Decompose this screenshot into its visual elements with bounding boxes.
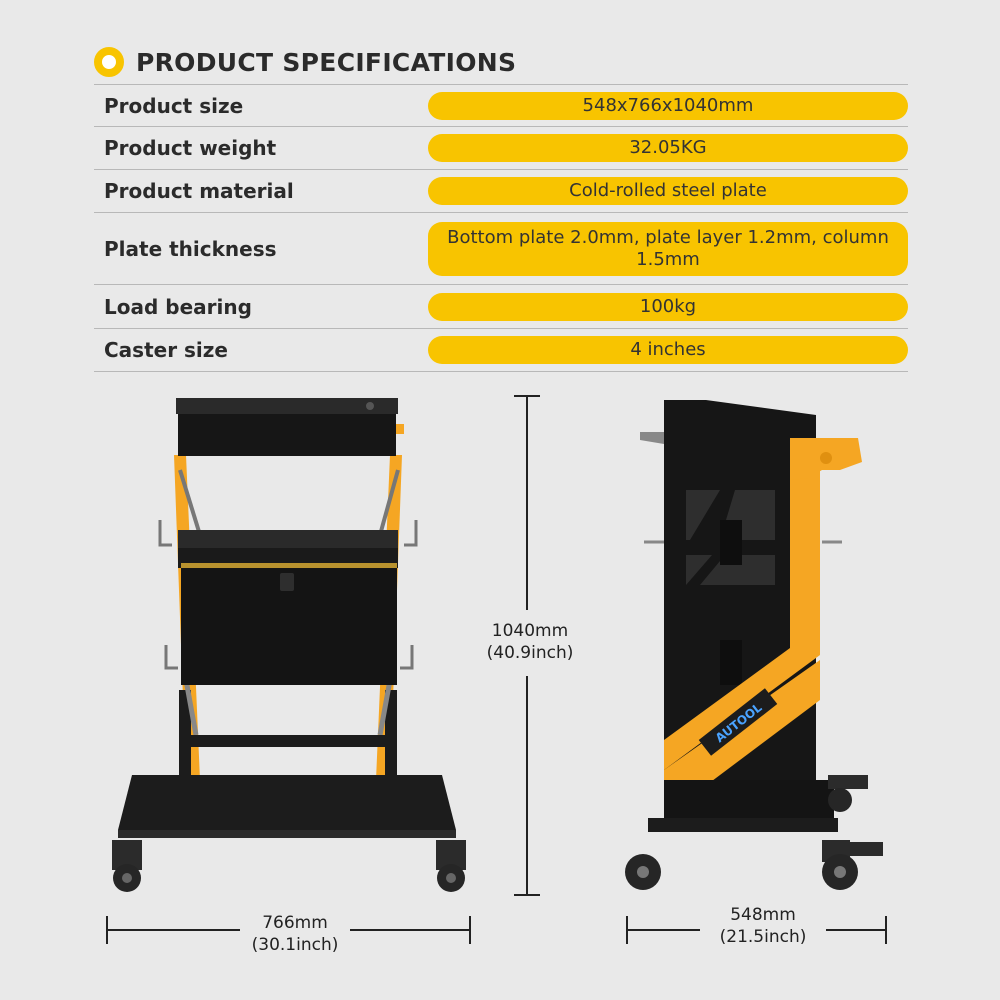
spec-value: Bottom plate 2.0mm, plate layer 1.2mm, c…: [428, 221, 908, 276]
spec-table: Product size 548x766x1040mm Product weig…: [94, 84, 908, 372]
spec-row-thickness: Plate thickness Bottom plate 2.0mm, plat…: [94, 213, 908, 285]
spec-label: Product size: [104, 93, 244, 118]
spec-value: Cold-rolled steel plate: [428, 177, 908, 205]
height-dimension-line: [514, 395, 540, 896]
spec-value: 548x766x1040mm: [428, 91, 908, 120]
depth-mm: 548mm: [730, 905, 796, 925]
depth-dimension-line: [626, 916, 887, 944]
width-inch: (30.1inch): [251, 935, 339, 955]
spec-row-size: Product size 548x766x1040mm: [94, 85, 908, 127]
depth-dimension-label: 548mm (21.5inch): [703, 904, 823, 948]
circle-bullet-icon: [94, 47, 124, 77]
depth-inch: (21.5inch): [719, 927, 807, 947]
spec-value: 32.05KG: [428, 134, 908, 162]
width-mm: 766mm: [262, 913, 328, 933]
spec-value: 100kg: [428, 292, 908, 321]
spec-row-material: Product material Cold-rolled steel plate: [94, 170, 908, 213]
height-inch: (40.9inch): [486, 643, 574, 663]
spec-label: Plate thickness: [104, 236, 277, 261]
width-dimension-label: 766mm (30.1inch): [235, 912, 355, 956]
spec-label: Product weight: [104, 136, 277, 160]
height-dimension-label: 1040mm (40.9inch): [470, 620, 590, 664]
spec-value: 4 inches: [428, 336, 908, 364]
width-dimension-line: [106, 916, 471, 944]
section-header: PRODUCT SPECIFICATIONS: [94, 40, 516, 84]
front-view-cart: [112, 398, 466, 892]
spec-label: Caster size: [104, 338, 228, 362]
spec-row-load: Load bearing 100kg: [94, 285, 908, 329]
spec-label: Load bearing: [104, 294, 252, 319]
section-title: PRODUCT SPECIFICATIONS: [136, 47, 517, 77]
spec-label: Product material: [104, 179, 294, 203]
side-view-cart: AUTOOL: [625, 400, 883, 890]
height-mm: 1040mm: [491, 621, 569, 641]
spec-row-caster: Caster size 4 inches: [94, 329, 908, 372]
spec-row-weight: Product weight 32.05KG: [94, 127, 908, 170]
